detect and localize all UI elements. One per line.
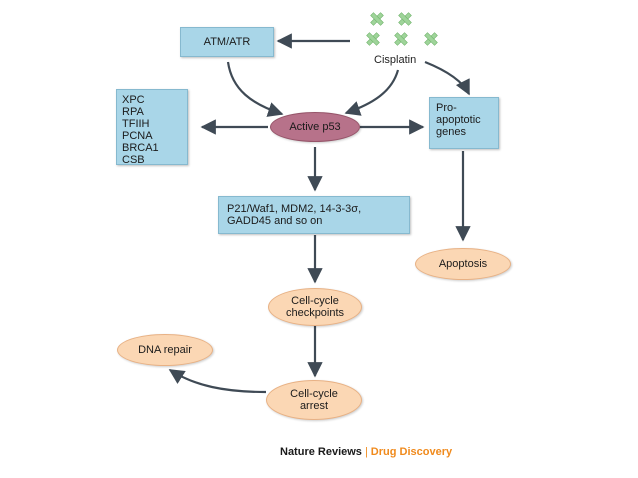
cisplatin-molecule-icon [398,12,412,26]
cisplatin-molecule-icon [394,32,408,46]
cisplatin-molecule-icon [366,32,380,46]
arrow-cisplatin-to-proapoptotic [424,60,470,96]
p53-targets-box: P21/Waf1, MDM2, 14-3-3σ, GADD45 and so o… [218,196,410,234]
arrow-atm-to-p53 [226,61,284,117]
arrow-cisplatin-to-p53 [344,69,400,116]
arrow-arrest-to-dna-repair [168,369,267,394]
apoptosis-node: Apoptosis [415,248,511,280]
repair-proteins-box: XPC RPA TFIIH PCNA BRCA1 CSB [116,89,188,166]
cisplatin-molecules [366,12,446,50]
cell-cycle-arrest-node: Cell-cycle arrest [266,380,362,420]
figure-credit: Nature Reviews|Drug Discovery [280,446,452,458]
active-p53-node: Active p53 [270,112,360,142]
cisplatin-molecule-icon [370,12,384,26]
cell-cycle-checkpoints-node: Cell-cycle checkpoints [268,288,362,326]
dna-repair-node: DNA repair [117,334,213,366]
credit-journal: Drug Discovery [370,446,453,458]
credit-publisher: Nature Reviews [280,446,362,458]
cisplatin-molecule-icon [424,32,438,46]
credit-separator: | [364,446,368,458]
atm-atr-box: ATM/ATR [180,27,274,57]
pro-apoptotic-genes-box: Pro- apoptotic genes [429,97,499,149]
cisplatin-label: Cisplatin [374,54,417,66]
